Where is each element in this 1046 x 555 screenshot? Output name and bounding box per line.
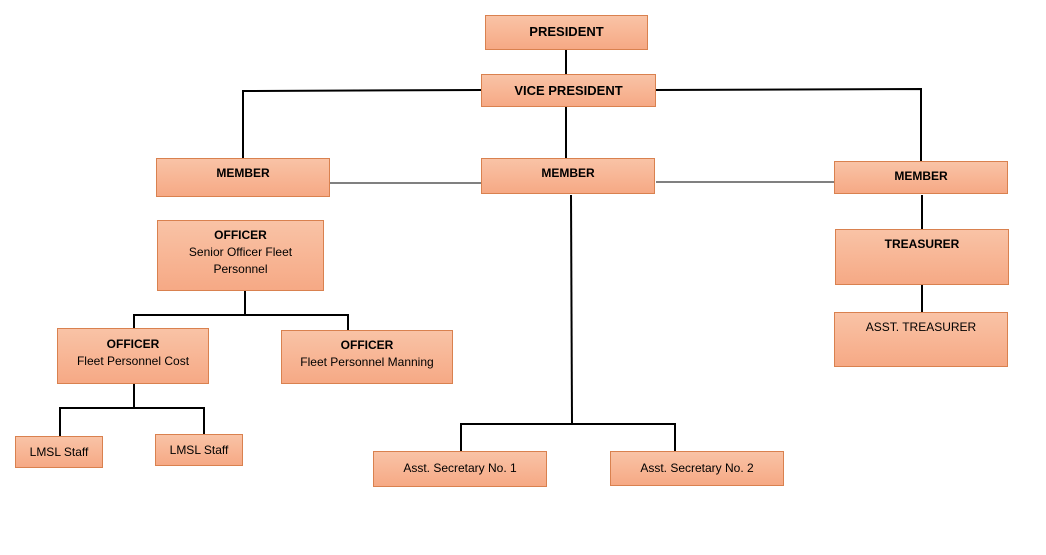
node-member-center: MEMBER [481, 158, 655, 194]
node-title: PRESIDENT [529, 24, 604, 39]
node-title: LMSL Staff [29, 445, 89, 459]
node-title: OFFICER [340, 338, 394, 352]
node-title: MEMBER [541, 166, 595, 180]
node-officer-cost: OFFICER Fleet Personnel Cost [57, 328, 209, 384]
node-member-left: MEMBER [156, 158, 330, 197]
node-lmsl-staff-2: LMSL Staff [155, 434, 243, 466]
node-title: LMSL Staff [169, 443, 229, 457]
connector-staff-branch [59, 407, 205, 436]
node-lmsl-staff-1: LMSL Staff [15, 436, 103, 468]
node-asst-secretary-2: Asst. Secretary No. 2 [610, 451, 784, 486]
connector-senior-branch [133, 314, 349, 330]
connector-center-down [570, 194, 573, 425]
node-asst-secretary-1: Asst. Secretary No. 1 [373, 451, 547, 487]
connector-vp-member-left [242, 89, 483, 158]
node-president: PRESIDENT [485, 15, 648, 50]
node-title: TREASURER [884, 237, 960, 251]
node-title: VICE PRESIDENT [514, 83, 623, 98]
node-subtitle: Senior Officer Fleet Personnel [188, 245, 293, 276]
node-officer-senior: OFFICER Senior Officer Fleet Personnel [157, 220, 324, 291]
node-title: Asst. Secretary No. 2 [640, 461, 754, 475]
node-title: MEMBER [894, 169, 948, 183]
node-member-right: MEMBER [834, 161, 1008, 194]
node-title: OFFICER [214, 228, 267, 242]
node-title: Asst. Secretary No. 1 [403, 461, 517, 475]
node-treasurer: TREASURER [835, 229, 1009, 285]
node-officer-manning: OFFICER Fleet Personnel Manning [281, 330, 453, 384]
node-asst-treasurer: ASST. TREASURER [834, 312, 1008, 367]
node-title: ASST. TREASURER [865, 320, 977, 334]
connector-secretary-branch [460, 423, 676, 451]
node-subtitle: Fleet Personnel Cost [76, 354, 190, 368]
node-title: MEMBER [216, 166, 270, 180]
connector-vp-member-right [654, 87, 922, 162]
node-subtitle: Fleet Personnel Manning [300, 355, 434, 369]
node-vice-president: VICE PRESIDENT [481, 74, 656, 107]
node-title: OFFICER [106, 337, 160, 351]
